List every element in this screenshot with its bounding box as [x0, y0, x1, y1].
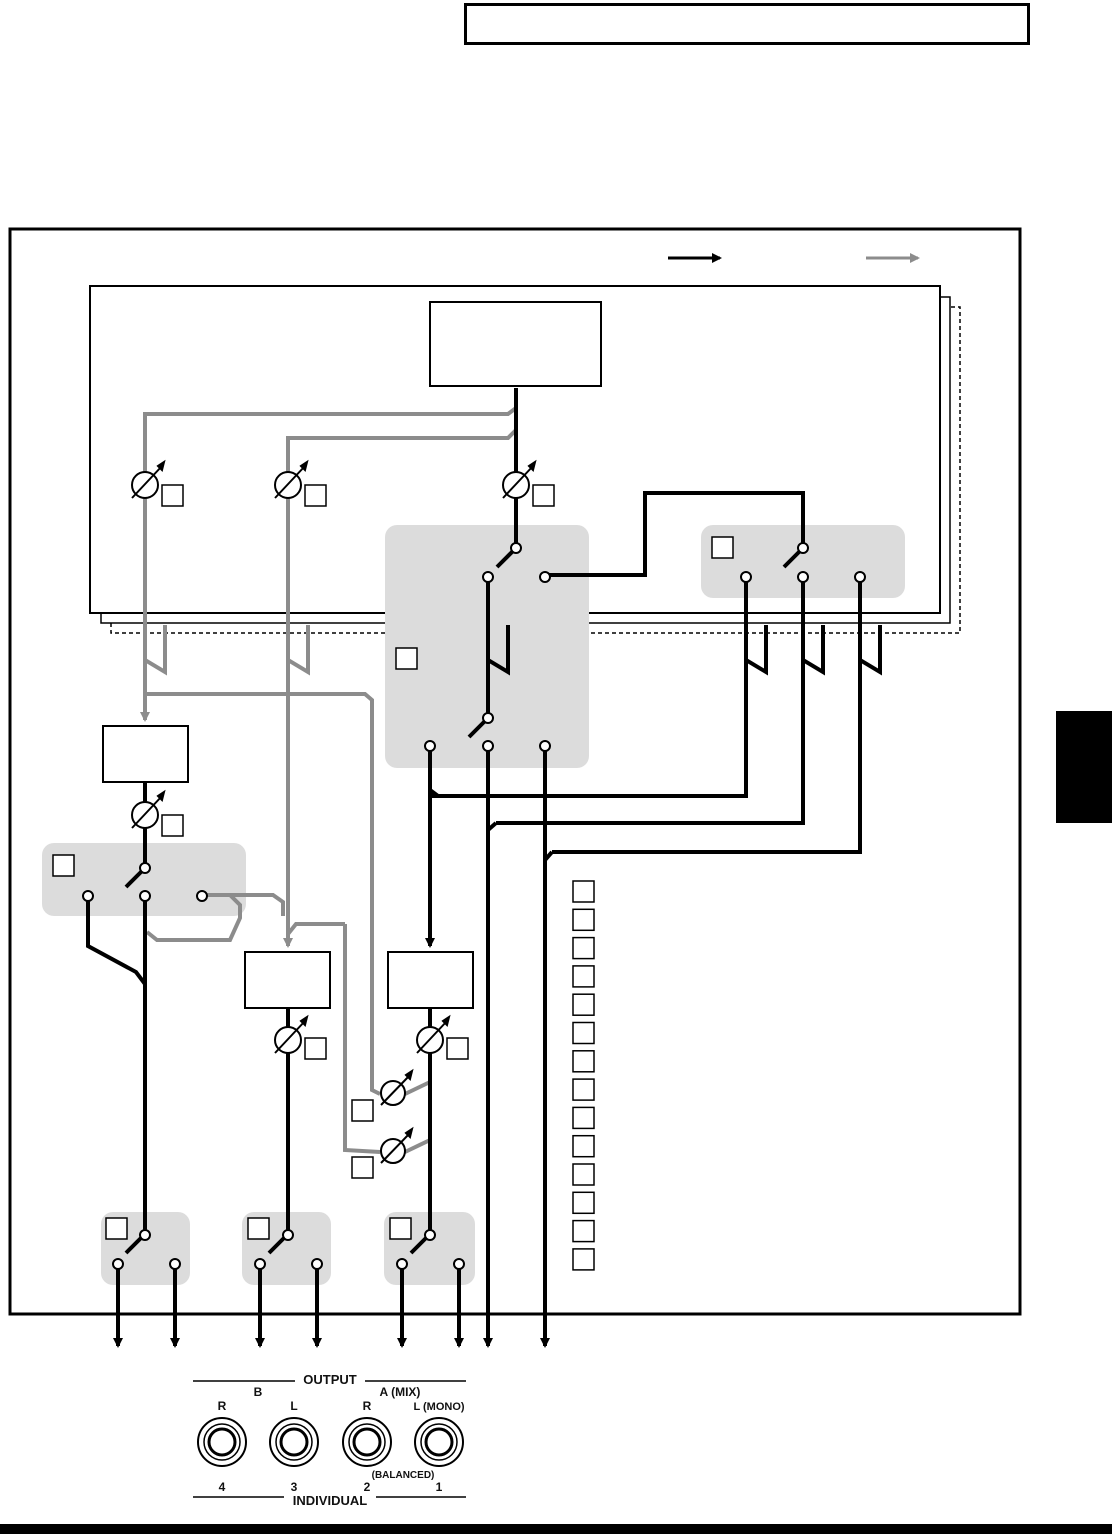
- jack-number: 4: [219, 1480, 226, 1494]
- jack-socket-icon: [197, 1417, 247, 1467]
- key-number-box: [572, 1163, 595, 1186]
- callout-boxes: [52, 484, 734, 1240]
- output-label: OUTPUT: [303, 1372, 357, 1387]
- jack-number: 2: [364, 1480, 371, 1494]
- level-knob-icon: [274, 1014, 309, 1054]
- jack-top-label: R: [363, 1399, 372, 1413]
- key-number-box: [572, 1106, 595, 1130]
- key-number-box: [572, 880, 595, 903]
- key-number-box: [572, 1050, 595, 1073]
- key-number-box: [572, 1021, 595, 1045]
- jack-number: 3: [291, 1480, 298, 1494]
- key-number-box: [572, 1134, 595, 1158]
- gray-path-send-b: [286, 428, 518, 940]
- key-number-box: [572, 908, 595, 932]
- jack-top-label: R: [218, 1399, 227, 1413]
- level-knob-icon: [274, 459, 309, 499]
- level-knob-icon: [380, 1068, 414, 1106]
- level-knob-icon: [502, 459, 537, 499]
- jack-socket-icon: [414, 1417, 464, 1467]
- header-title-box: [464, 3, 1030, 45]
- key-box-list: [572, 880, 595, 1271]
- key-number-box: [572, 993, 595, 1016]
- jack-top-label: L: [290, 1399, 297, 1413]
- jack-top-label: L (MONO): [413, 1401, 464, 1413]
- source-block: [429, 301, 602, 387]
- level-knob-icon: [380, 1126, 414, 1164]
- key-number-box: [572, 936, 595, 960]
- section-b-label: B: [254, 1385, 263, 1399]
- level-knob-icon: [131, 789, 166, 829]
- jack-socket-icon: [269, 1417, 319, 1467]
- switch-group-right: [701, 525, 905, 598]
- jack-number: 1: [436, 1480, 443, 1494]
- effect-block-right: [387, 951, 474, 1009]
- level-knob-icon: [131, 459, 166, 499]
- effect-block-left: [102, 725, 189, 783]
- key-number-box: [572, 1078, 595, 1101]
- key-number-box: [572, 1219, 595, 1243]
- black-signal-paths: [86, 388, 882, 1340]
- output-jack-panel: OUTPUT B A (MIX) R L R L (MONO) (BALANCE…: [193, 1372, 466, 1508]
- section-a-label: A (MIX): [380, 1385, 421, 1399]
- effect-block-middle: [244, 951, 331, 1009]
- level-knobs: [131, 459, 537, 1164]
- level-knob-icon: [416, 1014, 451, 1054]
- chapter-side-tab: [1056, 711, 1112, 823]
- key-number-box: [572, 965, 595, 988]
- key-number-box: [572, 1191, 595, 1215]
- jack-socket-icon: [342, 1417, 392, 1467]
- balanced-label: (BALANCED): [372, 1470, 435, 1481]
- individual-label: INDIVIDUAL: [293, 1493, 367, 1508]
- key-number-box: [572, 1248, 595, 1271]
- bottom-rule: [0, 1524, 1112, 1534]
- switch-terminals: [82, 542, 866, 1270]
